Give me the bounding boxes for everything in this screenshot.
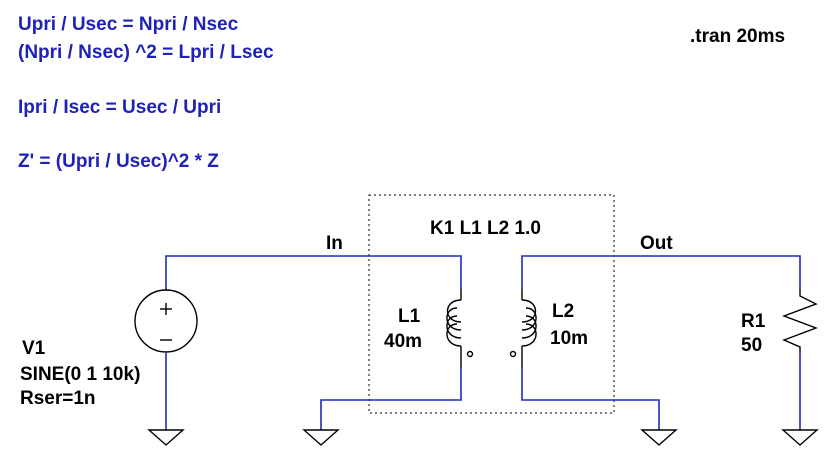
voltage-source-icon[interactable]	[134, 289, 198, 353]
ground-icon[interactable]	[640, 429, 678, 446]
net-label-out[interactable]: Out	[640, 233, 673, 254]
r1-value[interactable]: 50	[741, 335, 762, 356]
ground-icon[interactable]	[781, 429, 819, 446]
l2-coil	[521, 299, 537, 368]
transformer-box	[368, 194, 615, 414]
inductor-icon[interactable]	[446, 289, 474, 368]
directive-line-1[interactable]: Upri / Usec = Npri / Nsec	[18, 14, 239, 35]
l2-value[interactable]: 10m	[550, 328, 588, 349]
ground-icon[interactable]	[302, 429, 340, 446]
r1-name[interactable]: R1	[741, 311, 766, 332]
net-label-in[interactable]: In	[326, 233, 343, 254]
wire-out-net[interactable]	[521, 255, 801, 289]
wire-in-net[interactable]	[165, 255, 462, 289]
wire-l2-gnd[interactable]	[521, 368, 660, 430]
resistor-icon[interactable]	[782, 289, 818, 353]
directive-line-3[interactable]: Ipri / Isec = Usec / Upri	[18, 97, 221, 118]
wires	[165, 255, 801, 430]
l1-value[interactable]: 40m	[384, 331, 422, 352]
wire-l1-gnd[interactable]	[320, 368, 462, 430]
r1-zigzag	[782, 289, 818, 353]
v1-rser[interactable]: Rser=1n	[20, 388, 96, 409]
ground-icon[interactable]	[147, 429, 185, 446]
l1-name[interactable]: L1	[398, 306, 421, 327]
l2-dot	[509, 350, 517, 358]
tran-directive[interactable]: .tran 20ms	[690, 26, 785, 47]
v1-name[interactable]: V1	[22, 338, 46, 359]
ground-r1	[781, 429, 819, 446]
directive-line-4[interactable]: Z' = (Upri / Usec)^2 * Z	[18, 151, 219, 172]
ground-l2	[640, 429, 678, 446]
v1-value[interactable]: SINE(0 1 10k)	[20, 364, 140, 385]
l1-dot	[466, 350, 474, 358]
directive-line-2[interactable]: (Npri / Nsec) ^2 = Lpri / Lsec	[18, 42, 274, 63]
inductor-icon[interactable]	[509, 289, 537, 368]
voltage-source-body	[134, 289, 198, 353]
ground-l1	[302, 429, 340, 446]
l1-coil	[446, 299, 462, 368]
ground-v1	[147, 429, 185, 446]
coupling-directive[interactable]: K1 L1 L2 1.0	[430, 218, 541, 239]
l2-name[interactable]: L2	[552, 301, 574, 322]
